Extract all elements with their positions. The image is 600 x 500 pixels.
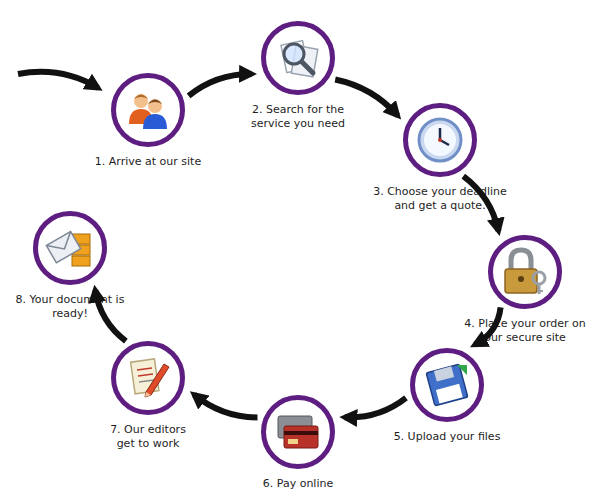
flow-arrow xyxy=(95,290,126,341)
search-icon xyxy=(281,41,318,77)
flow-arrow xyxy=(475,307,501,344)
editing-icon xyxy=(131,359,169,397)
credit-card-icon xyxy=(278,416,318,448)
step-caption: 1. Arrive at our site xyxy=(73,155,223,169)
flow-arrow xyxy=(189,74,252,96)
padlock-icon xyxy=(505,250,545,294)
flow-arrow xyxy=(345,398,406,418)
flow-arrow xyxy=(194,395,257,418)
entry-arrow xyxy=(18,72,98,88)
envelope-folder-icon xyxy=(46,231,90,266)
step-circle: 1. Arrive at our site xyxy=(111,73,185,147)
flow-arrow xyxy=(463,176,498,231)
step-caption: 2. Search for the service you need xyxy=(236,103,361,131)
step-caption: 7. Our editors get to work xyxy=(101,423,196,451)
step-caption: 5. Upload your files xyxy=(377,430,517,444)
flow-arrow xyxy=(335,80,397,116)
step-caption: 8. Your document is ready! xyxy=(15,293,125,321)
floppy-icon xyxy=(426,364,468,406)
step-caption: 6. Pay online xyxy=(238,477,358,491)
people-icon xyxy=(129,94,167,129)
clock-icon xyxy=(419,119,461,161)
